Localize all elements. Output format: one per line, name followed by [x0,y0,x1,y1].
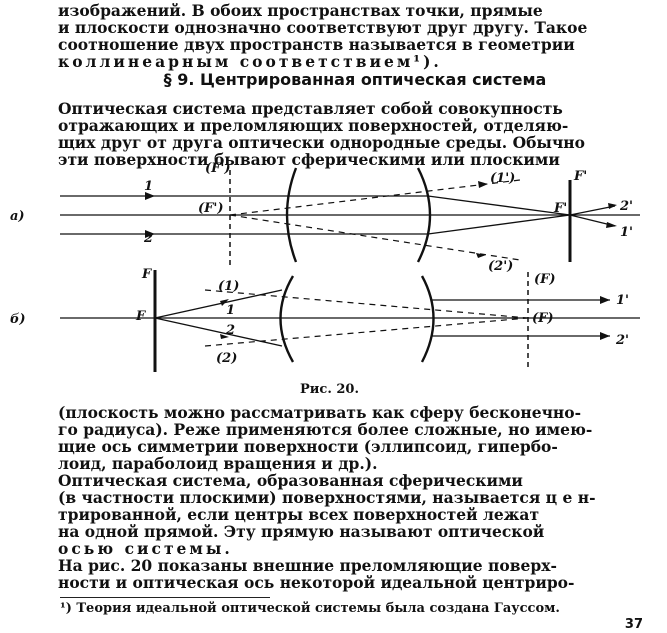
text-line: щие ось симметрии поверхности (эллипсоид… [58,437,558,456]
text-line: отражающих и преломляющих поверхностей, … [58,116,569,135]
lens-surface-1-b [279,275,295,363]
panel-label-a: а) [10,209,25,224]
text-line: коллинеарным соответствием¹). [58,52,442,71]
ray-label: (1') [490,171,515,186]
ray-label: 1 [226,303,235,318]
point-label: F [141,267,152,282]
text-line: осью системы. [58,539,233,558]
ray-2-b [154,317,283,347]
text-line: ности и оптическая ось некоторой идеальн… [58,573,575,592]
text-line: лоид, параболоид вращения и др.). [58,454,378,473]
point-label: (F') [205,161,231,176]
footnote: ¹) Теория идеальной оптической системы б… [60,601,560,616]
ray-label: 2 [225,323,235,338]
ray-label: 1 [144,179,153,194]
point-label: (F) [532,311,554,326]
point-label: F' [553,201,567,216]
lens-surface-1-a [285,167,298,263]
section-heading: § 9. Центрированная оптическая система [163,70,547,89]
page-number: 37 [624,617,643,632]
text-line: изображений. В обоих пространствах точки… [58,1,543,20]
text-line: щих друг от друга оптически однородные с… [58,133,585,152]
ray-1-b [154,289,283,319]
ray-converge-2-a [427,214,571,235]
ray-label: 2' [619,199,633,214]
text-line: и плоскости однозначно соответствуют дру… [58,18,588,37]
text-line: (плоскость можно рассматривать как сферу… [58,403,582,422]
ray-dashed-up-a [229,179,521,216]
panel-a-diagram: а) 1 2 (1') (2') 2' 1' (F') (F') F' F' [10,161,640,274]
text-line: Оптическая система представляет собой со… [58,99,563,118]
ray-label: (2) [216,351,237,366]
text-line: Оптическая система, образованная сфериче… [58,471,523,490]
ray-out-2-a [569,205,616,216]
ray-converge-1-a [427,195,571,216]
text-line: На рис. 20 показаны внешние преломляющие… [58,556,557,575]
ray-label: 1' [620,225,633,240]
ray-dashed-down-a [229,214,521,261]
lens-surface-2-a [416,167,432,263]
point-label: (F) [534,272,556,287]
text-line: го радиуса). Реже применяются более слож… [58,420,593,439]
ray-label: (2') [488,259,513,274]
panel-b-diagram: б) (1) 1 2 (2) 1' 2' F F (F) (F) [10,267,640,372]
text-line: на одной прямой. Эту прямую называют опт… [58,522,545,541]
ray-label: 1' [616,293,629,308]
figure-caption: Рис. 20. [300,382,360,397]
ray-dashed-1-b [204,289,529,319]
lens-surface-2-b [420,275,435,363]
ray-dashed-2-b [204,317,529,347]
point-label: (F') [198,201,224,216]
text-line: трированной, если центры всех поверхност… [58,505,540,524]
text-line: эти поверхности бывают сферическими или … [58,150,560,169]
point-label: F [135,309,146,324]
ray-label: 2 [143,231,153,246]
point-label: F' [573,169,587,184]
footnote-divider [60,597,270,598]
ray-label: (1) [218,279,239,294]
text-line: (в частности плоскими) поверхностями, на… [58,488,596,507]
ray-label: 2' [615,333,629,348]
panel-label-b: б) [10,312,26,327]
text-line: соотношение двух пространств называется … [58,35,575,54]
